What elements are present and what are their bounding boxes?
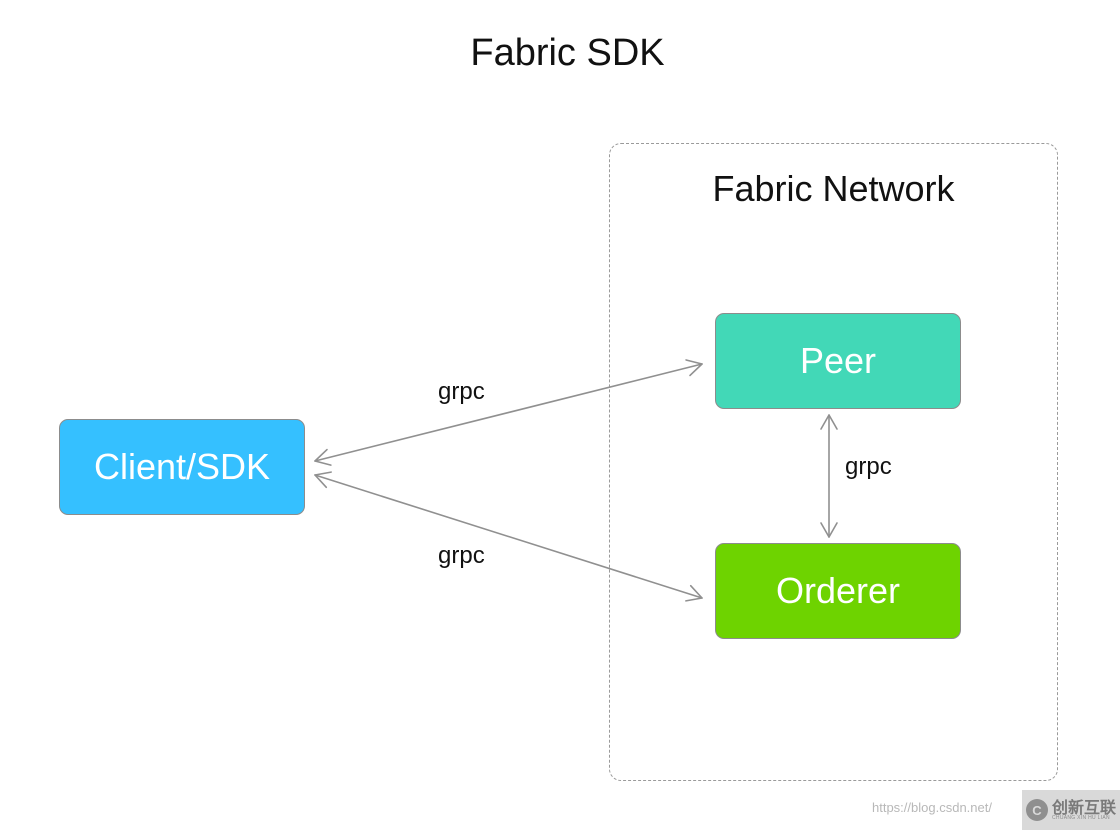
client-orderer-connector	[314, 471, 703, 602]
watermark-logo: C 创新互联 CHUANG XIN HU LIAN	[1022, 790, 1120, 830]
orderer-node: Orderer	[715, 543, 961, 639]
client-sdk-label: Client/SDK	[93, 446, 271, 487]
diagram-title: Fabric SDK	[470, 32, 665, 74]
fabric-network-title: Fabric Network	[712, 168, 955, 209]
peer-orderer-connector	[820, 414, 838, 538]
peer-orderer-edge-label: grpc	[845, 453, 892, 480]
client-sdk-node: Client/SDK	[59, 419, 305, 515]
client-peer-connector	[314, 359, 703, 466]
orderer-label: Orderer	[775, 570, 901, 611]
fabric-network-boundary	[609, 143, 1058, 781]
watermark-logo-text: 创新互联	[1052, 797, 1117, 817]
client-peer-edge-label: grpc	[438, 378, 485, 405]
client-orderer-edge-label: grpc	[438, 542, 485, 569]
brand-logo-icon: C	[1026, 799, 1048, 821]
peer-label: Peer	[799, 340, 877, 381]
peer-node: Peer	[715, 313, 961, 409]
watermark-logo-subtext: CHUANG XIN HU LIAN	[1052, 814, 1110, 821]
watermark-url: https://blog.csdn.net/	[872, 800, 992, 815]
